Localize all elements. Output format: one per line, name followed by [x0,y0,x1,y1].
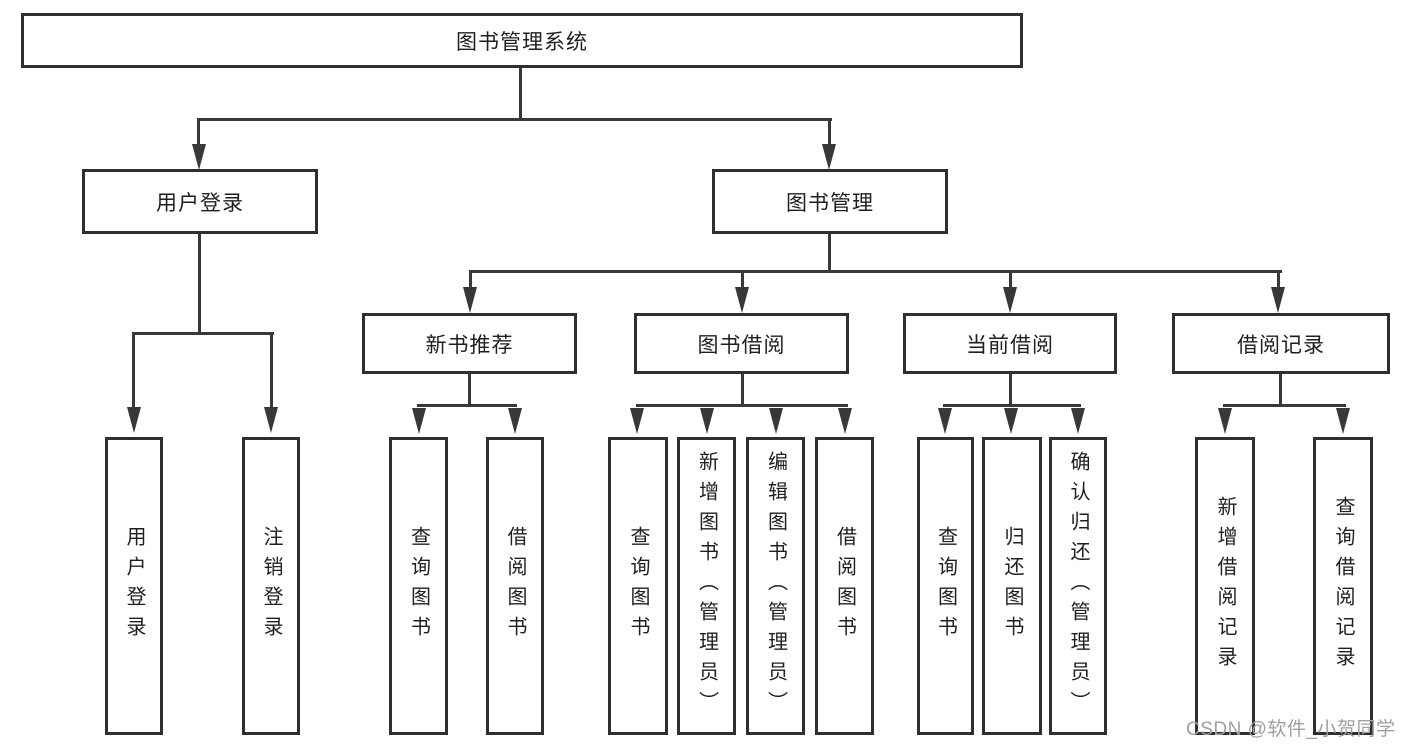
connector-line [198,118,832,121]
connector-line [198,234,201,335]
leaf-label: 新增借阅记录 [1214,496,1236,676]
node-library-management-system: 图书管理系统 [21,13,1023,68]
leaf-label: 新增图书（管理员） [695,451,718,721]
arrow-down-icon [264,407,278,433]
leaf-label: 查询图书 [407,526,430,646]
arrow-down-icon [127,407,141,433]
node-user-login: 用户登录 [82,169,318,234]
leaf-query-books-borrow: 查询图书 [608,437,668,735]
arrow-down-icon [630,408,644,434]
connector-line [197,118,200,147]
connector-line [1223,404,1346,407]
leaf-query-books-recommend: 查询图书 [389,437,448,735]
leaf-label: 查询借阅记录 [1332,496,1354,676]
connector-line [469,270,472,289]
leaf-logout: 注销登录 [242,437,300,735]
leaf-label: 借阅图书 [504,526,526,646]
node-current-borrow: 当前借阅 [903,313,1117,374]
connector-line [1279,374,1282,407]
arrow-down-icon [192,144,206,170]
arrow-down-icon [1004,408,1018,434]
arrow-down-icon [700,408,714,434]
arrow-down-icon [1071,408,1085,434]
arrow-down-icon [1336,408,1350,434]
arrow-down-icon [412,408,426,434]
connector-line [468,374,471,407]
leaf-borrow-books-recommend: 借阅图书 [486,437,544,735]
leaf-add-books-admin: 新增图书（管理员） [677,437,736,735]
connector-line [132,332,274,335]
connector-line [270,332,273,408]
arrow-down-icon [735,287,749,313]
connector-line [132,332,135,408]
leaf-return-books: 归还图书 [982,437,1042,735]
connector-line [741,270,744,289]
arrow-down-icon [838,408,852,434]
arrow-down-icon [822,144,836,170]
node-book-borrow: 图书借阅 [634,313,849,374]
leaf-label: 归还图书 [1001,526,1023,646]
leaf-label: 注销登录 [260,526,282,646]
connector-line [828,118,831,147]
leaf-query-borrow-record: 查询借阅记录 [1313,437,1373,735]
arrow-down-icon [463,287,477,313]
connector-line [1009,270,1012,289]
connector-line [943,404,1081,407]
connector-line [828,234,831,273]
leaf-label: 查询图书 [934,526,957,646]
connector-line [741,374,744,407]
leaf-label: 确认归还（管理员） [1067,451,1089,721]
leaf-borrow-books: 借阅图书 [815,437,874,735]
arrow-down-icon [769,408,783,434]
arrow-down-icon [508,408,522,434]
leaf-edit-books-admin: 编辑图书（管理员） [746,437,805,735]
connector-line [1009,374,1012,407]
csdn-watermark: CSDN @软件_小贺同学 [1186,719,1396,740]
connector-line [1277,270,1280,289]
leaf-confirm-return-admin: 确认归还（管理员） [1049,437,1107,735]
node-borrow-records: 借阅记录 [1172,313,1390,374]
connector-line [417,404,517,407]
arrow-down-icon [1003,287,1017,313]
leaf-label: 编辑图书（管理员） [764,451,787,721]
node-new-book-recommend: 新书推荐 [362,313,577,374]
connector-line [519,66,522,120]
leaf-label: 借阅图书 [833,526,856,646]
arrow-down-icon [1218,408,1232,434]
leaf-label: 查询图书 [627,526,649,646]
arrow-down-icon [938,408,952,434]
leaf-query-books-current: 查询图书 [917,437,974,735]
node-book-management: 图书管理 [712,169,948,234]
leaf-label: 用户登录 [123,526,145,646]
leaf-user-login: 用户登录 [105,437,163,735]
connector-line [469,270,1282,273]
connector-line [636,404,848,407]
leaf-add-borrow-record: 新增借阅记录 [1195,437,1255,735]
arrow-down-icon [1271,287,1285,313]
